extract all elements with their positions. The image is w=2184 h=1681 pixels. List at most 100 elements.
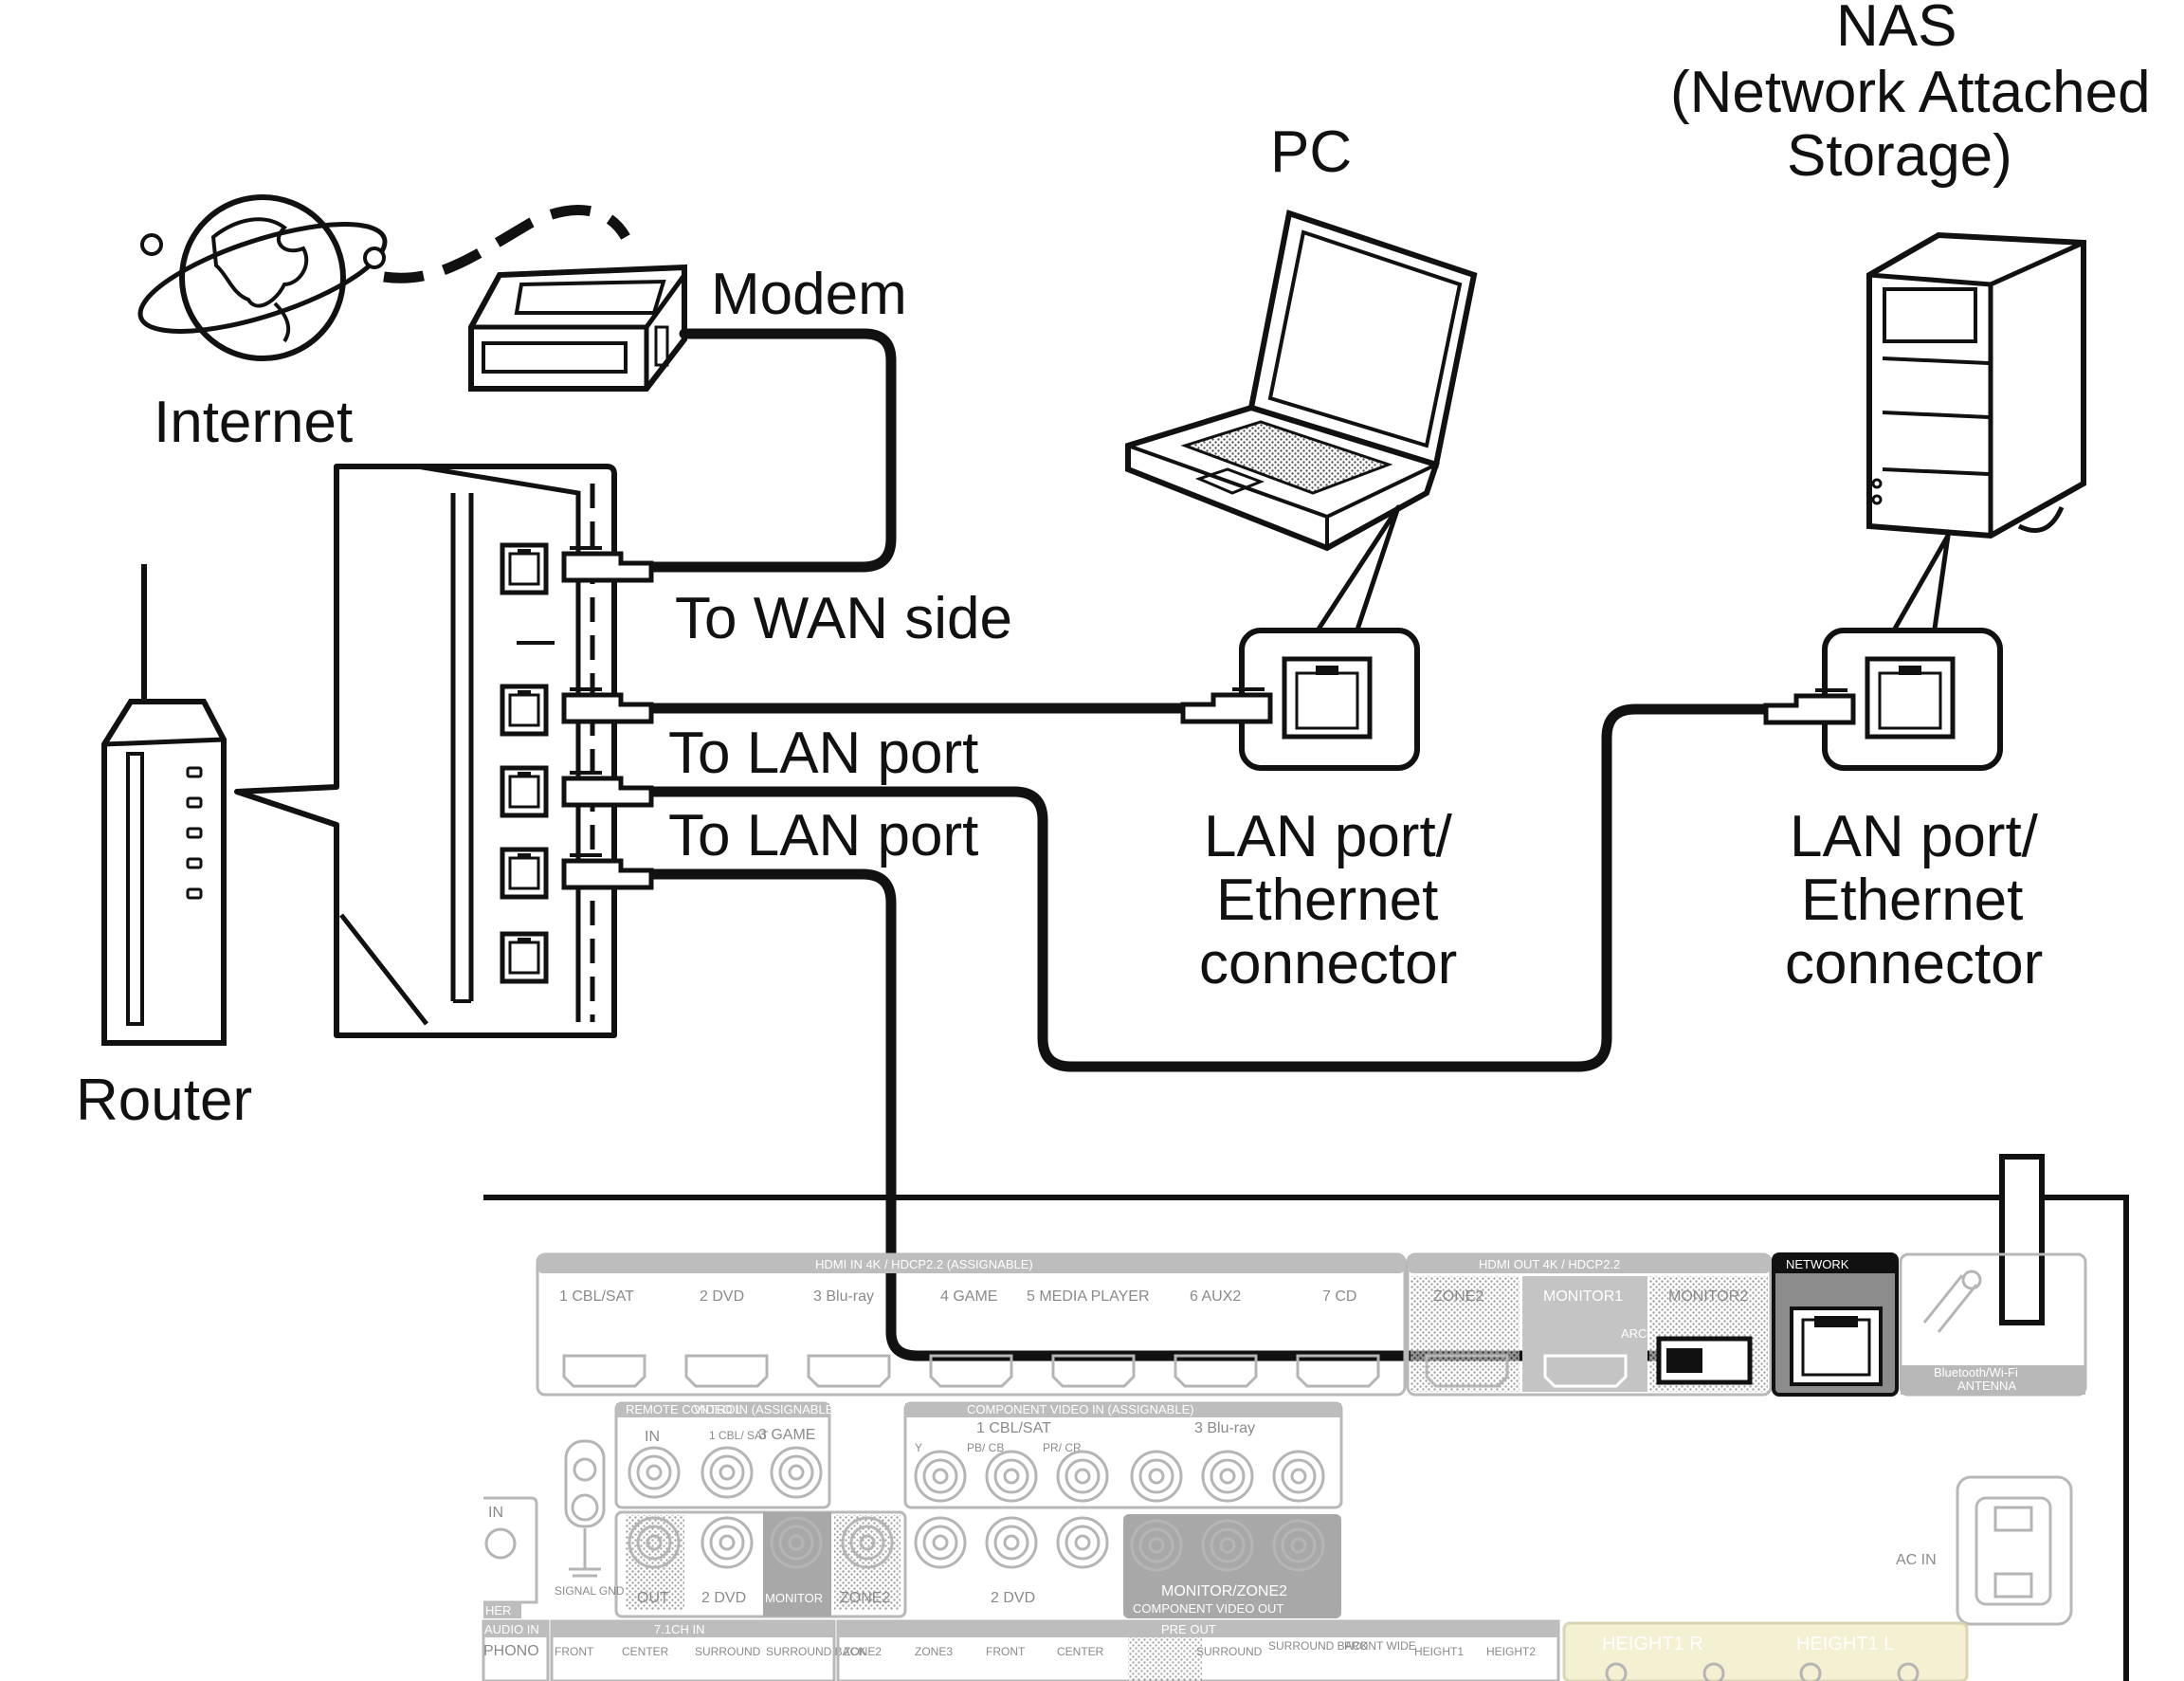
svg-text:(Network Attached: (Network Attached (1670, 60, 2151, 125)
comp-1-label: 1 CBL/SAT (976, 1420, 1051, 1436)
lan-plug-2 (564, 773, 651, 805)
hdmi-input-label: 2 DVD (700, 1288, 744, 1305)
vid-1-label: 1 CBL/ SAT (709, 1429, 769, 1442)
zone2-label: ZONE2 (840, 1590, 890, 1606)
vid-3-label: 3 GAME (758, 1427, 815, 1443)
ch71-col-label: CENTER (622, 1645, 669, 1658)
lan-plug-3 (564, 855, 651, 887)
pre-col-label: ZONE2 (844, 1645, 882, 1658)
hdmi-input-label: 3 Blu-ray (813, 1288, 874, 1305)
svg-text:LAN port/: LAN port/ (1790, 804, 2039, 869)
signal-gnd-terminal (564, 1439, 606, 1578)
hdmi-in-panel (536, 1252, 1407, 1397)
bt-antenna-label-2: ANTENNA (1957, 1379, 2016, 1393)
hdmi-input-labels: 1 CBL/SAT 2 DVD 3 Blu-ray 4 GAME 5 MEDIA… (559, 1288, 1356, 1305)
comp-in-jack (1056, 1516, 1109, 1569)
video-in-jack-2 (701, 1516, 754, 1569)
comp-in-jack (1201, 1450, 1254, 1503)
router-label: Router (76, 1068, 252, 1133)
hdmi-input-jacks (562, 1354, 1380, 1388)
router-icon (101, 564, 227, 1046)
svg-text:Ethernet: Ethernet (1216, 868, 1438, 933)
pre-col-label: FRONT (986, 1645, 1026, 1658)
comp-in-jack (1056, 1450, 1109, 1503)
ac-in-label: AC IN (1896, 1552, 1937, 1568)
lan-plug-1 (564, 689, 651, 722)
pre-col-label: ZONE3 (915, 1645, 953, 1658)
bt-antenna-label-1: Bluetooth/Wi-Fi (1934, 1365, 2018, 1380)
router-ports-callout (234, 464, 617, 1038)
hdmi-output-label: ZONE2 (1433, 1288, 1483, 1305)
laptop-icon (1125, 210, 1478, 552)
ac-in-socket (1956, 1475, 2073, 1626)
router-lan-port-1 (502, 686, 546, 734)
pc-plug (1180, 687, 1273, 724)
hdmi-out-title: HDMI OUT 4K / HDCP2.2 (1479, 1257, 1620, 1271)
ypbpr-label: PB/ CB (967, 1441, 1004, 1454)
pre-col-label: HEIGHT1 (1414, 1645, 1464, 1658)
phono-label: PHONO (483, 1643, 539, 1659)
comp-3-label: 3 Blu-ray (1194, 1420, 1255, 1436)
svg-text:connector: connector (1785, 931, 2043, 996)
comp-in-jack (1272, 1450, 1325, 1503)
comp-in-jack (985, 1516, 1038, 1569)
height-speaker-terminals (1562, 1621, 1969, 1681)
hdmi-input-label: 5 MEDIA PLAYER (1027, 1288, 1150, 1305)
internet-connection-dashed-line (383, 205, 630, 283)
hdmi-input-label: 6 AUX2 (1190, 1288, 1241, 1305)
height1-r-label: HEIGHT1 R (1602, 1634, 1703, 1654)
router-wan-port (502, 545, 546, 593)
hdmi-output-label: MONITOR2 (1668, 1288, 1748, 1305)
video-out-title: VIDEO OUT (834, 1402, 902, 1416)
remote-out-label: OUT (637, 1590, 669, 1606)
ch71-in-title: 7.1CH IN (654, 1622, 704, 1636)
svg-text:Storage): Storage) (1787, 123, 2012, 189)
arc-label: ARC (1621, 1326, 1647, 1341)
comp-in-jack (914, 1450, 967, 1503)
receiver-lan-cable (644, 868, 1674, 1361)
internet-label: Internet (154, 390, 353, 455)
hdmi-output-label: MONITOR1 (1543, 1288, 1623, 1305)
remote-control-title: REMOTE CONTROL (626, 1402, 742, 1416)
component-out-panel (1123, 1514, 1341, 1618)
router-lan-port-2 (502, 768, 546, 815)
to-wan-label: To WAN side (675, 586, 1012, 651)
ypbpr-label: Y (915, 1441, 922, 1454)
ch71-col-label: SURROUND (695, 1645, 761, 1658)
video-in-jack-3 (770, 1446, 823, 1499)
hdmi-input-label: 7 CD (1322, 1288, 1356, 1305)
video-in-title: VIDEO IN (ASSIGNABLE) (694, 1402, 838, 1416)
nas-callout-pointer (1888, 533, 1951, 638)
hdmi-input-label: 1 CBL/SAT (559, 1288, 634, 1305)
wan-plug (564, 548, 651, 580)
hdmi-input-label: 4 GAME (940, 1288, 997, 1305)
height1-l-label: HEIGHT1 L (1796, 1634, 1894, 1654)
modem-label: Modem (711, 262, 907, 327)
ypbpr-label: PR/ CR (1043, 1441, 1082, 1454)
component-in-title: COMPONENT VIDEO IN (ASSIGNABLE) (967, 1402, 1194, 1416)
nas-label: NAS (Network Attached Storage) (1670, 0, 2151, 189)
monitor-label: MONITOR (765, 1591, 823, 1605)
modem-icon (468, 264, 687, 392)
svg-text:Ethernet: Ethernet (1801, 868, 2023, 933)
remote-in-jack (628, 1446, 681, 1499)
nas-lan-cable (644, 703, 1769, 1072)
ch71-col-label: FRONT (555, 1645, 594, 1658)
router-lan-port-3 (502, 850, 546, 897)
ch71-col-label: SURROUND BACK (766, 1645, 865, 1658)
wan-cable (644, 328, 897, 573)
network-title: NETWORK (1786, 1257, 1849, 1271)
pre-col-label: HEIGHT2 (1486, 1645, 1536, 1658)
nas-lan-port-callout (1822, 628, 2003, 771)
svg-text:LAN port/: LAN port/ (1204, 804, 1453, 869)
hdmi-in-title: HDMI IN 4K / HDCP2.2 (ASSIGNABLE) (815, 1257, 1033, 1271)
her-label: HER (485, 1603, 511, 1617)
component-in-panel (903, 1401, 1343, 1509)
pre-col-label: SURROUND BACK (1268, 1639, 1368, 1653)
audio-in-title: AUDIO IN (484, 1622, 539, 1636)
comp-in-jack (914, 1516, 967, 1569)
pc-lan-port-callout (1239, 628, 1420, 771)
nas-server-icon (1866, 231, 2086, 539)
av-receiver-rear-panel: HDMI IN 4K / HDCP2.2 (ASSIGNABLE) 1 CBL/… (482, 1154, 2129, 1681)
